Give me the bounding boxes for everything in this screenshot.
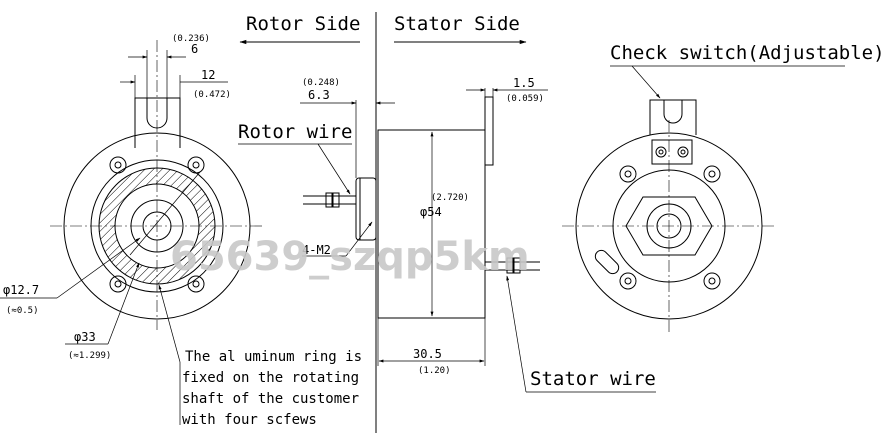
check-switch-label: Check switch(Adjustable) [610, 42, 885, 64]
watermark: 65639_szqp5km [170, 234, 530, 280]
stator-mount-holes [619, 165, 721, 290]
flange-thickness-inch: (0.059) [506, 94, 544, 104]
ring-diameter-mm: φ33 [74, 330, 96, 344]
note-line-1: The al uminum ring is [185, 349, 362, 365]
bore-diameter-inch: (≈0.5) [6, 306, 39, 316]
stator-slot [594, 249, 620, 275]
ring-dim-leader [107, 262, 140, 345]
stator-side-label: Stator Side [394, 13, 520, 35]
screw-label: 4-M2 [302, 243, 331, 257]
stator-flange [484, 96, 494, 166]
slot-width-inch: (0.236) [172, 34, 210, 44]
body-diameter-mm: φ54 [420, 205, 442, 219]
screw-leader [345, 221, 373, 257]
note-line-4: with four scfews [182, 412, 317, 428]
slotted-tab [120, 50, 228, 148]
body-length-mm: 30.5 [413, 347, 442, 361]
rotor-side-label: Rotor Side [246, 13, 360, 35]
flange-thickness-mm: 1.5 [513, 76, 535, 90]
check-switch [649, 99, 697, 165]
note-line-3: shaft of the customer [182, 391, 359, 407]
stator-body [377, 129, 486, 319]
rotor-wire-label: Rotor wire [238, 121, 352, 143]
side-header: Rotor Side Stator Side [239, 12, 527, 433]
rotor-disc [355, 177, 377, 241]
mount-holes [109, 156, 205, 293]
stator-face-view: Check switch(Adjustable) [562, 42, 885, 332]
body-length-inch: (1.20) [418, 366, 451, 376]
rotor-thickness-inch: (0.248) [302, 78, 340, 88]
bore-dim-leader [56, 237, 141, 299]
bore-diameter-mm: φ12.7 [3, 283, 39, 297]
body-diameter-inch: (2.720) [431, 193, 469, 203]
tab-width-inch: (0.472) [193, 90, 231, 100]
rotor-face-view: (0.236) 6 12 (0.472) φ12.7 (≈0.5) φ33 (≈… [0, 34, 264, 425]
note-leader [158, 284, 181, 363]
stator-wire-label: Stator wire [530, 368, 656, 390]
rotor-thickness-mm: 6.3 [308, 88, 330, 102]
side-view: (0.248) 6.3 1.5 (0.059) (2.720) φ54 30.5… [238, 76, 656, 393]
rotor-wire-leader [317, 143, 351, 195]
stator-wire-leader [506, 275, 527, 393]
ring-leader-diagonal [129, 171, 201, 256]
slot-width-mm: 6 [191, 42, 198, 56]
check-switch-leader [631, 65, 661, 99]
tab-width-mm: 12 [201, 68, 215, 82]
ring-diameter-inch: (≈1.299) [68, 351, 111, 361]
assembly-note: The al uminum ring is fixed on the rotat… [182, 349, 362, 428]
note-line-2: fixed on the rotating [182, 370, 359, 386]
